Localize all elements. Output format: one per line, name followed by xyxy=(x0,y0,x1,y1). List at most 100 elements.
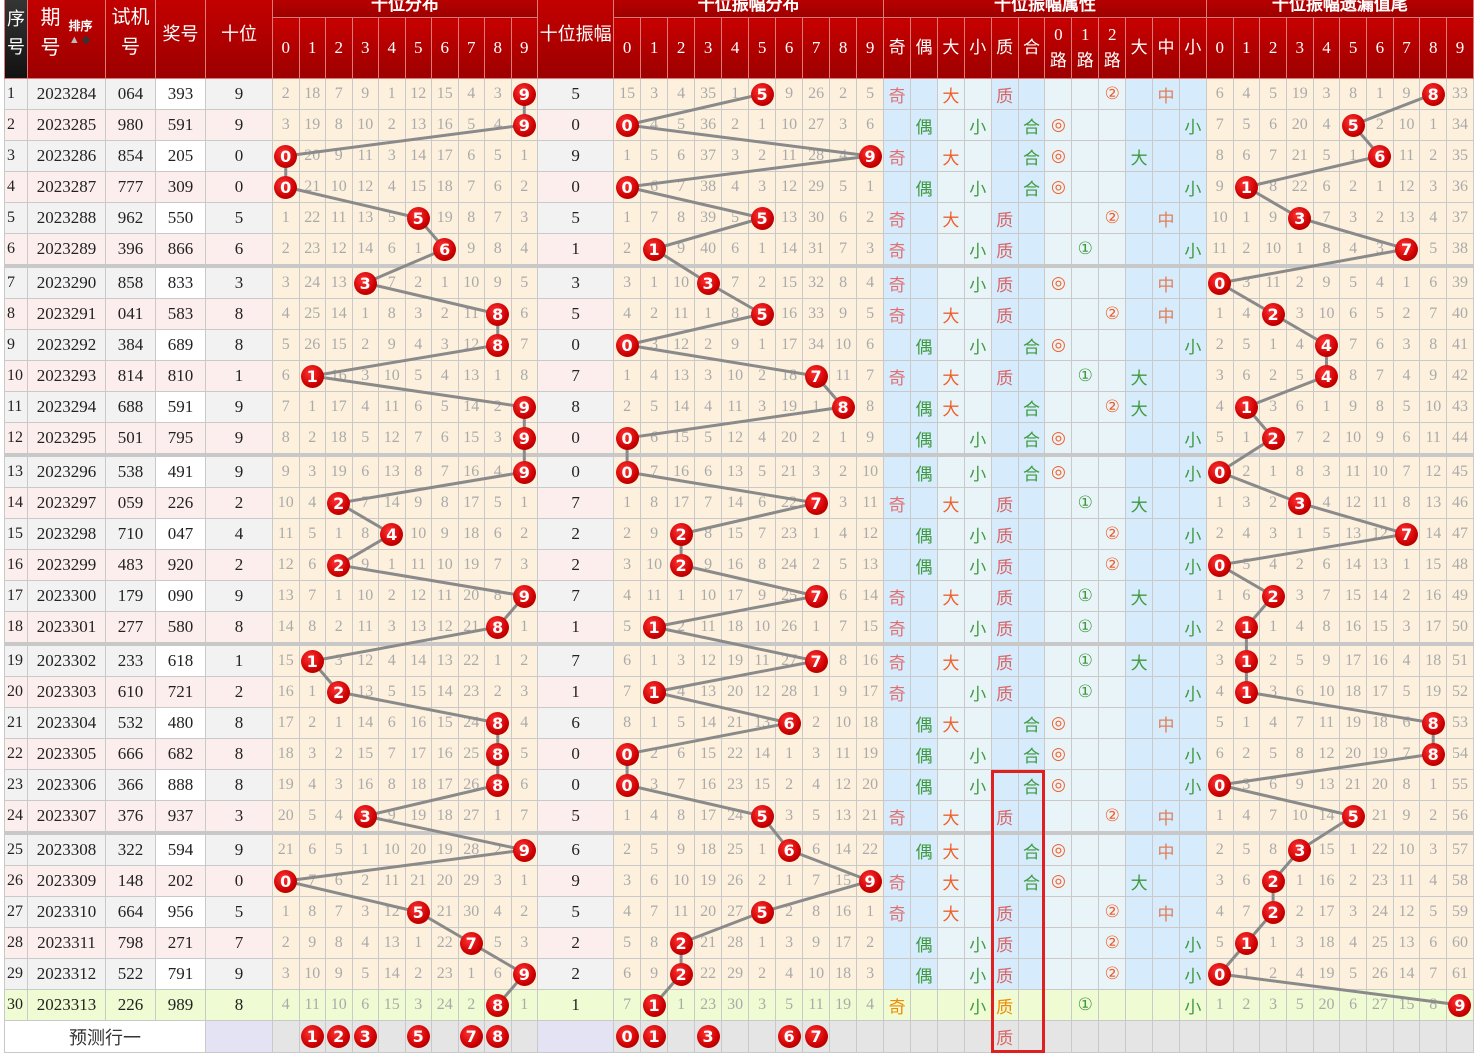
prediction-attr-cell[interactable] xyxy=(883,1020,912,1053)
draw-number-cell: 090 xyxy=(155,580,206,612)
prediction-tens-dist-cell[interactable]: 5 xyxy=(404,1020,432,1053)
attr-header: 0路 xyxy=(1044,17,1073,79)
prediction-attr-cell[interactable] xyxy=(910,1020,938,1053)
prediction-amp-dist-cell[interactable] xyxy=(829,1020,858,1053)
period-label-top: 期 xyxy=(40,7,61,29)
attr-cell: 大 xyxy=(936,865,965,897)
prediction-amp-dist-cell[interactable]: 3 xyxy=(694,1020,723,1053)
prediction-attr-cell[interactable] xyxy=(1098,1020,1127,1053)
col-period-header[interactable]: 期号排序▲◆ xyxy=(27,0,106,79)
draw-number-cell: 689 xyxy=(155,329,206,361)
tens-dist-cell: 7 xyxy=(510,329,539,361)
attr-cell xyxy=(936,264,965,299)
prediction-tens-dist-cell[interactable] xyxy=(431,1020,459,1053)
attr-cell: 小 xyxy=(963,453,992,488)
tens-dist-cell: 6 xyxy=(351,989,379,1021)
prediction-attr-cell[interactable] xyxy=(1044,1020,1073,1053)
prediction-ball[interactable]: 3 xyxy=(353,1025,377,1048)
attr-cell: 小 xyxy=(1178,233,1207,267)
tens-dist-cell: 1 xyxy=(298,391,326,423)
tens-dist-cell: 3 xyxy=(378,611,406,645)
prediction-attr-cell[interactable] xyxy=(936,1020,965,1053)
prediction-amp-dist-cell[interactable]: 0 xyxy=(613,1020,642,1053)
attr-cell: 小 xyxy=(1178,738,1207,770)
prediction-tens-dist-cell[interactable] xyxy=(510,1020,539,1053)
draw-number-cell: 888 xyxy=(155,769,206,801)
omit-cell: 6 xyxy=(1366,140,1394,172)
tens-dist-cell: 12 xyxy=(378,422,406,456)
prediction-attr-cell[interactable] xyxy=(1178,1020,1207,1053)
tens-dist-cell: 22 xyxy=(298,202,326,234)
omit-cell: 11 xyxy=(1312,707,1341,739)
prediction-attr-cell[interactable] xyxy=(1125,1020,1154,1053)
test-number-cell: 059 xyxy=(105,487,156,519)
prediction-ball[interactable]: 7 xyxy=(459,1025,483,1048)
attr-cell: 中 xyxy=(1152,202,1180,234)
amp-dist-cell: 5 xyxy=(640,391,669,423)
amp-dist-cell: 6 xyxy=(748,487,777,519)
omit-cell: 40 xyxy=(1446,298,1474,330)
prediction-ball[interactable]: 6 xyxy=(777,1025,801,1048)
omit-cell: 2 xyxy=(1392,298,1421,330)
sort-up-icon[interactable]: ▲ xyxy=(68,34,82,46)
sort-button[interactable]: 排序▲◆ xyxy=(68,19,92,47)
amp-dist-cell: 0 xyxy=(613,422,642,456)
omit-digit-header: 6 xyxy=(1366,17,1394,79)
prediction-amp-dist-cell[interactable] xyxy=(856,1020,885,1053)
tens-dist-cell: 16 xyxy=(431,738,459,770)
prediction-amp-dist-cell[interactable]: 7 xyxy=(802,1020,831,1053)
amp-dist-cell: 3 xyxy=(748,989,777,1021)
prediction-tens-dist-cell[interactable] xyxy=(272,1020,300,1053)
prediction-tens-dist-cell[interactable] xyxy=(378,1020,406,1053)
prediction-tens-dist-cell[interactable]: 3 xyxy=(351,1020,379,1053)
prediction-attr-cell[interactable] xyxy=(963,1020,992,1053)
prediction-ball[interactable]: 5 xyxy=(406,1025,430,1048)
prediction-ball[interactable]: 1 xyxy=(642,1025,666,1048)
omit-cell: 3 xyxy=(1232,769,1261,801)
tens-dist-cell: 1 xyxy=(351,831,379,866)
prediction-amp-dist-cell[interactable]: 6 xyxy=(775,1020,804,1053)
attr-cell xyxy=(1017,487,1046,519)
amp-dist-cell: 29 xyxy=(802,171,831,203)
prediction-tens-dist-cell[interactable]: 1 xyxy=(298,1020,326,1053)
test-number-cell: 277 xyxy=(105,611,156,645)
prediction-ball[interactable]: 2 xyxy=(327,1025,351,1048)
omit-cell: 1 xyxy=(1232,611,1261,645)
prediction-tens-dist-cell[interactable]: 7 xyxy=(457,1020,485,1053)
attr-header: 大 xyxy=(936,17,965,79)
prediction-amp-dist-cell[interactable]: 1 xyxy=(640,1020,669,1053)
prediction-attr-cell[interactable] xyxy=(1017,1020,1046,1053)
prediction-attr-cell[interactable] xyxy=(1071,1020,1100,1053)
prediction-attr-cell[interactable] xyxy=(1152,1020,1180,1053)
prediction-amp-dist-cell[interactable] xyxy=(667,1020,696,1053)
prediction-ball[interactable]: 0 xyxy=(615,1025,639,1048)
amp-dist-digit-header: 1 xyxy=(640,17,669,79)
prediction-ball[interactable]: 1 xyxy=(300,1025,324,1048)
tens-dist-cell: 9 xyxy=(510,580,539,612)
prediction-ball[interactable]: 7 xyxy=(804,1025,828,1048)
attr-cell: 奇 xyxy=(883,264,912,299)
attr-cell: 合 xyxy=(1017,171,1046,203)
prediction-ball[interactable]: 3 xyxy=(696,1025,720,1048)
period-cell: 2023297 xyxy=(27,487,106,519)
tens-dist-cell: 7 xyxy=(484,202,512,234)
prediction-ball[interactable]: 8 xyxy=(486,1025,510,1048)
tens-dist-cell: 3 xyxy=(325,769,353,801)
tens-dist-ball: 0 xyxy=(274,144,298,168)
prediction-amp-dist-cell[interactable] xyxy=(721,1020,750,1053)
sort-down-icon[interactable]: ◆ xyxy=(81,34,93,46)
amp-dist-cell: 38 xyxy=(694,171,723,203)
omit-cell: 34 xyxy=(1446,109,1474,141)
amp-dist-cell: 4 xyxy=(748,422,777,456)
attr-cell xyxy=(1125,109,1154,141)
prediction-amp-dist-cell[interactable] xyxy=(748,1020,777,1053)
amp-dist-cell: 1 xyxy=(613,487,642,519)
prediction-tens-dist-cell[interactable]: 2 xyxy=(325,1020,353,1053)
tens-dist-cell: 12 xyxy=(431,611,459,645)
prediction-tens-dist-cell[interactable]: 8 xyxy=(484,1020,512,1053)
tens-dist-cell: 2 xyxy=(484,391,512,423)
tens-dist-cell: 13 xyxy=(431,642,459,677)
amp-dist-cell: 7 xyxy=(721,264,750,299)
